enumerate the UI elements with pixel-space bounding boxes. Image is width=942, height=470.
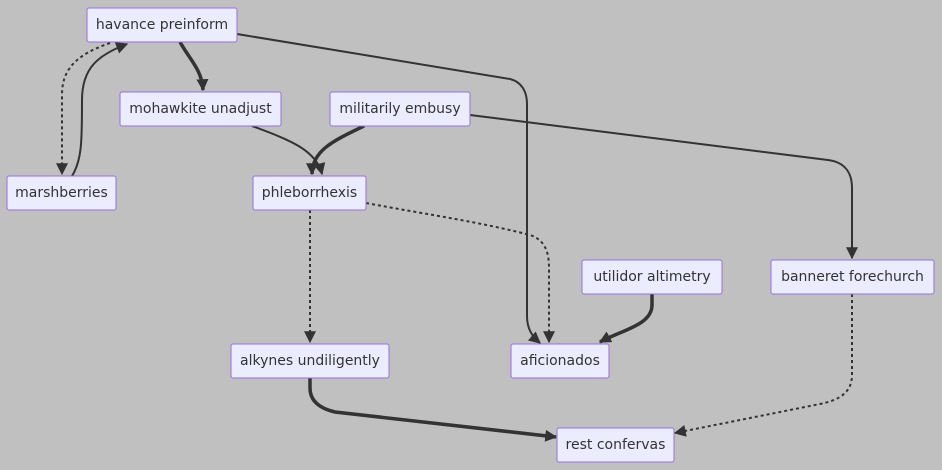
node-label: aficionados: [520, 353, 600, 369]
edge-havance-to-marshberries: [56, 42, 111, 176]
node-label: utilidor altimetry: [593, 269, 710, 285]
node-label: havance preinform: [96, 17, 228, 33]
node-mohawkite-unadjust[interactable]: mohawkite unadjust: [119, 91, 282, 127]
edge-militarily-to-phleborrhexis: [306, 124, 365, 176]
node-banneret-forechurch[interactable]: banneret forechurch: [770, 259, 935, 295]
node-aficionados[interactable]: aficionados: [510, 343, 610, 379]
edge-havance-to-mohawkite: [178, 41, 209, 92]
edge-alkynes-to-rest: [308, 378, 558, 442]
node-label: banneret forechurch: [781, 269, 924, 285]
edge-phleborrhexis-to-aficionados: [365, 202, 555, 344]
node-havance-preinform[interactable]: havance preinform: [86, 7, 238, 43]
node-rest-confervas[interactable]: rest confervas: [556, 427, 675, 463]
node-phleborrhexis[interactable]: phleborrhexis: [252, 175, 367, 211]
node-label: rest confervas: [566, 437, 666, 453]
node-marshberries[interactable]: marshberries: [6, 175, 117, 211]
edge-utilidor-to-aficionados: [598, 294, 654, 344]
node-label: alkynes undiligently: [240, 353, 380, 369]
edge-marshberries-to-havance: [71, 42, 129, 177]
edge-havance-to-aficionados: [236, 33, 541, 344]
node-label: phleborrhexis: [262, 185, 357, 201]
node-label: militarily embusy: [339, 101, 460, 117]
node-label: marshberries: [15, 185, 108, 201]
node-label: mohawkite unadjust: [129, 101, 272, 117]
node-alkynes-undiligently[interactable]: alkynes undiligently: [230, 343, 390, 379]
node-utilidor-altimetry[interactable]: utilidor altimetry: [581, 259, 723, 295]
edge-banneret-to-rest: [673, 294, 853, 437]
edge-militarily-to-banneret: [469, 114, 858, 260]
edge-mohawkite-to-phleborrhexis: [251, 125, 326, 176]
node-militarily-embusy[interactable]: militarily embusy: [329, 91, 471, 127]
